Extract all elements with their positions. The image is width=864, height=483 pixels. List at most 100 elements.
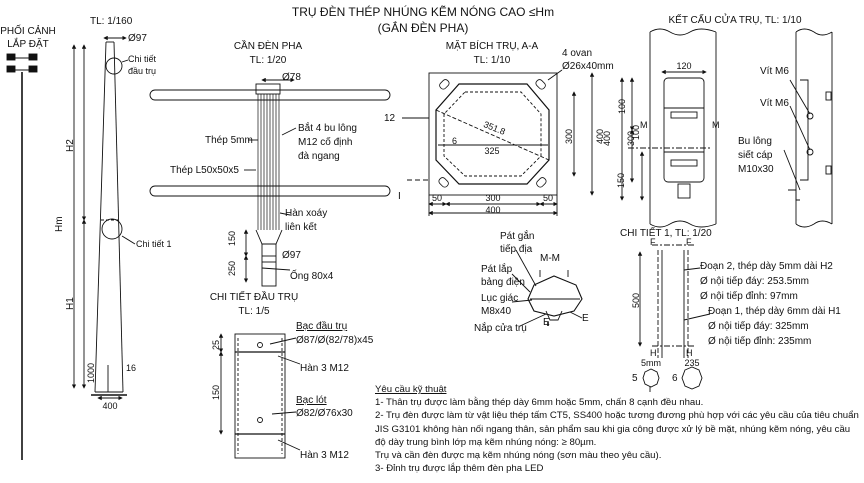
segment-2-spec: Đoạn 2, thép dày 5mm dài H2 xyxy=(700,261,833,272)
segment-2-base-diameter: Ø nội tiếp đáy: 253.5mm xyxy=(700,276,809,287)
earth-tab-label-1: Pát gắn xyxy=(500,231,535,242)
door-structure xyxy=(619,28,833,228)
segment-1-base-diameter: Ø nội tiếp đáy: 325mm xyxy=(708,321,809,332)
door-dim-400: 400 xyxy=(602,130,612,146)
top-detail xyxy=(218,333,301,459)
hex-bolt-label-1: Lục giác xyxy=(481,293,519,304)
liner-size: Ø82/Ø76x30 xyxy=(296,408,353,419)
flange-plate xyxy=(402,69,595,216)
flange-dim-325: 325 xyxy=(484,146,500,156)
top-detail-callout: Chi tiết xyxy=(128,54,157,64)
oval-holes-size: Ø26x40mm xyxy=(562,61,614,72)
requirement-1: 1- Thân trụ được làm bằng thép dày 6mm h… xyxy=(375,397,704,409)
drawing-subtitle: (GẮN ĐÈN PHA) xyxy=(377,21,469,35)
detail-1-mark-h-1: H xyxy=(650,348,657,358)
pole-top-diameter: Ø97 xyxy=(128,33,147,44)
arm-dim-150: 150 xyxy=(227,230,237,246)
board-tab-label-2: bảng điện xyxy=(481,277,525,288)
dim-hm: Hm xyxy=(54,216,65,232)
section-mm-title: M-M xyxy=(540,253,560,264)
top-weld-note: Hàn 3 M12 xyxy=(300,363,349,374)
top-detail-dim-25: 25 xyxy=(211,339,221,350)
arm-diameter-97: Ø97 xyxy=(282,250,301,261)
board-tab-label-1: Pát lắp xyxy=(481,264,513,275)
lamp-arm-title: CẦN ĐÈN PHA xyxy=(233,41,303,52)
technical-requirements: Yêu cầu kỹ thuật 1- Thân trụ được làm bằ… xyxy=(375,383,860,476)
earth-tab-label-2: tiếp địa xyxy=(500,244,533,255)
lamp-arm xyxy=(149,77,391,287)
weld-note-1: Hàn xoáy xyxy=(285,208,328,219)
drawing-title: TRỤ ĐÈN THÉP NHÚNG KẼM NÓNG CAO ≤Hm xyxy=(291,5,555,19)
angle-steel-label: Thép L50x50x5 xyxy=(170,165,239,176)
liner-label: Bạc lót xyxy=(296,395,327,406)
arm-dim-250: 250 xyxy=(227,260,237,276)
lamp-arm-scale: TL: 1/20 xyxy=(249,55,287,66)
top-detail-dim-150: 150 xyxy=(211,384,221,400)
segment-1-spec: Đoạn 1, thép dày 6mm dài H1 xyxy=(708,306,841,317)
pole-elevation xyxy=(71,35,136,401)
top-detail-title: CHI TIẾT ĐẦU TRỤ xyxy=(209,292,299,303)
flange-dim-300-h: 300 xyxy=(485,193,501,203)
requirement-3: 3- Đỉnh trụ được lắp thêm đèn pha LED xyxy=(375,463,544,475)
detail-1-mark-f-1: F xyxy=(650,237,656,247)
cap-size: Ø87/Ø(82/78)x45 xyxy=(296,335,374,346)
top-detail-callout-2: đầu trụ xyxy=(128,66,157,76)
section-6-dim: 235 xyxy=(684,358,700,368)
door-mark-m-right: M xyxy=(712,120,720,130)
detail-1-title: CHI TIẾT 1, TL: 1/20 xyxy=(620,228,712,239)
weld-note-2: liên kết xyxy=(285,222,317,233)
door-cover-label: Nắp cửa trụ xyxy=(474,323,527,334)
segment-1-top-diameter: Ø nội tiếp đỉnh: 235mm xyxy=(708,336,812,347)
bolt-note-1: Bắt 4 bu lông xyxy=(298,123,357,134)
flange-dim-300-v: 300 xyxy=(564,128,574,144)
flange-dim-50-right: 50 xyxy=(542,193,554,203)
dim-16: 16 xyxy=(126,363,137,373)
dim-h1: H1 xyxy=(65,297,76,310)
section-mark-e-2: E xyxy=(582,313,589,324)
dim-h2: H2 xyxy=(65,139,76,152)
detail-1 xyxy=(637,244,711,392)
door-dim-150: 150 xyxy=(616,172,626,188)
section-5-mark: 5 xyxy=(632,373,638,384)
door-dim-100-top: 100 xyxy=(617,98,627,114)
detail-1-callout: Chi tiết 1 xyxy=(136,239,172,249)
door-title: KẾT CẤU CỬA TRỤ, TL: 1/10 xyxy=(668,15,802,26)
door-mark-m-left: M xyxy=(640,120,648,130)
bolt-note-2: M12 cố định xyxy=(298,137,353,148)
oval-holes-label: 4 ovan xyxy=(562,48,593,59)
flange-dim-12: 12 xyxy=(384,113,396,124)
top-detail-scale: TL: 1/5 xyxy=(238,306,270,317)
pipe-label: Ống 80x4 xyxy=(290,271,334,282)
cable-bolt-label-2: siết cáp xyxy=(738,150,773,161)
section-5-dim: 5mm xyxy=(641,358,661,368)
arm-diameter-78: Ø78 xyxy=(282,72,301,83)
steel-plate-label: Thép 5mm xyxy=(205,135,253,146)
section-mark-e-1: E xyxy=(543,317,550,328)
cable-bolt-label-3: M10x30 xyxy=(738,164,774,175)
requirement-2: 2- Trụ đèn được làm từ vật liệu thép tấm… xyxy=(375,410,859,448)
door-dim-120: 120 xyxy=(676,61,692,71)
detail-1-mark-f-2: F xyxy=(686,237,692,247)
pole-scale: TL: 1/160 xyxy=(90,16,133,27)
section-mm xyxy=(511,249,583,327)
dim-400: 400 xyxy=(102,401,118,411)
segment-2-top-diameter: Ø nội tiếp đỉnh: 97mm xyxy=(700,291,798,302)
cap-label: Bạc đầu trụ xyxy=(296,321,348,332)
bolt-note-3: đà ngang xyxy=(298,151,340,162)
flange-title: MẶT BÍCH TRỤ, A-A xyxy=(445,41,539,52)
bottom-weld-note: Hàn 3 M12 xyxy=(300,450,349,461)
screw-label-1: Vít M6 xyxy=(760,66,789,77)
hex-bolt-label-2: M8x40 xyxy=(481,306,512,317)
flange-scale: TL: 1/10 xyxy=(473,55,511,66)
dim-1000: 1000 xyxy=(86,362,96,383)
section-6-mark: 6 xyxy=(672,373,678,384)
perspective-pole xyxy=(6,53,38,460)
requirements-heading: Yêu cầu kỹ thuật xyxy=(375,384,447,395)
section-mark-i: I xyxy=(398,191,401,202)
detail-1-mark-h-2: H xyxy=(686,348,693,358)
cable-bolt-label-1: Bu lông xyxy=(738,136,772,147)
flange-dim-6: 6 xyxy=(452,136,458,146)
detail-1-dim-500: 500 xyxy=(631,292,641,308)
